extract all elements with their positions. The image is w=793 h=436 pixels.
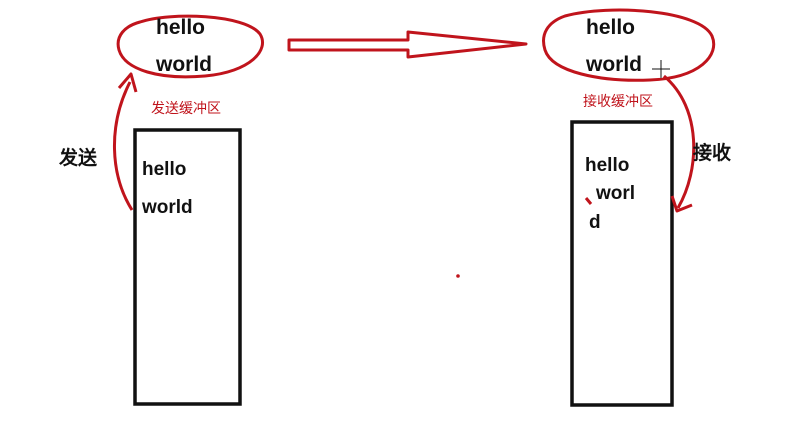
- send-box-world: world: [142, 197, 193, 218]
- receive-box-worl: worl: [596, 183, 636, 204]
- send-buffer-box: [133, 128, 242, 406]
- send-action-label: 发送: [59, 148, 98, 169]
- receive-box-hello: hello: [585, 155, 630, 176]
- receive-box-d: d: [589, 212, 601, 233]
- receive-bubble-hello: hello: [586, 16, 636, 39]
- receive-curve-arrow: [663, 74, 696, 209]
- receive-buffer-label: 接收缓冲区: [583, 93, 653, 109]
- receive-arrowhead: [670, 195, 693, 213]
- red-dot: [456, 274, 460, 278]
- send-bubble-hello: hello: [156, 16, 206, 39]
- send-arrowhead: [117, 72, 138, 93]
- send-bubble-world: world: [156, 53, 212, 76]
- receive-bubble-ellipse: [542, 8, 716, 82]
- send-bubble-ellipse: [116, 14, 264, 79]
- receive-action-label: 接收: [693, 143, 732, 164]
- red-mark: [584, 197, 593, 205]
- cursor-crosshair-icon: [652, 60, 670, 78]
- send-buffer-label: 发送缓冲区: [151, 100, 221, 116]
- transfer-arrow: [287, 30, 528, 59]
- receive-bubble-world: world: [586, 53, 642, 76]
- receive-buffer-box: [570, 120, 674, 407]
- send-box-hello: hello: [142, 159, 187, 180]
- send-curve-arrow: [113, 81, 134, 211]
